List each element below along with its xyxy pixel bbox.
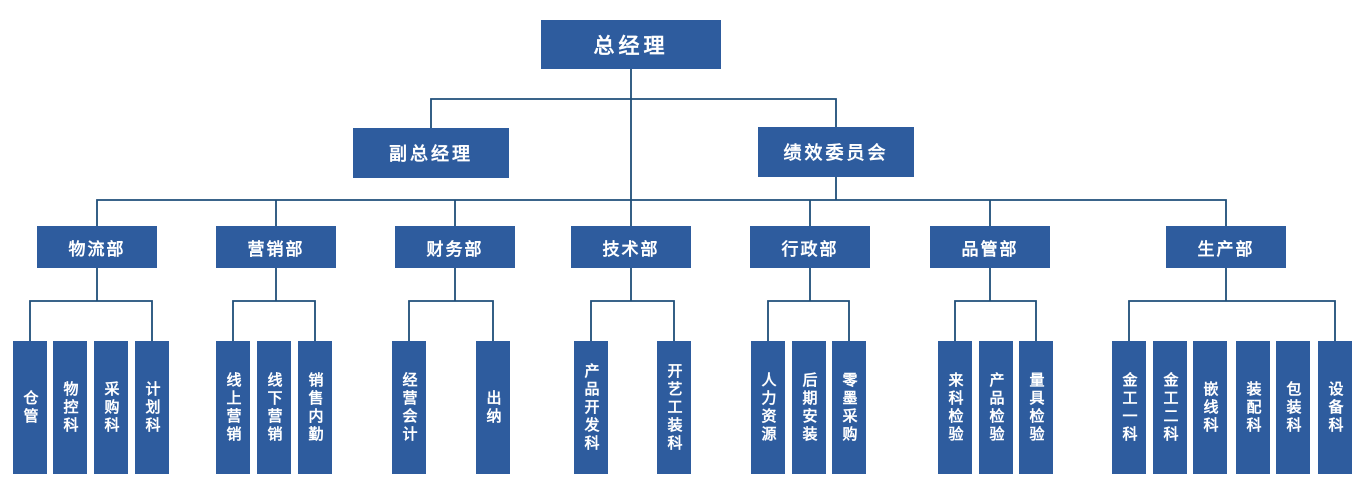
leaf-logistics-1: 物控科 bbox=[53, 341, 87, 474]
leaf-technology-0: 产品开发科 bbox=[574, 341, 608, 474]
node-dept-marketing: 营销部 bbox=[216, 226, 336, 268]
leaf-marketing-1: 线下营销 bbox=[257, 341, 291, 474]
leaf-admin-2: 零墨采购 bbox=[832, 341, 866, 474]
leaf-production-4: 包装科 bbox=[1276, 341, 1310, 474]
node-deputy-general-manager: 副总经理 bbox=[353, 128, 509, 178]
node-dept-production: 生产部 bbox=[1166, 226, 1286, 268]
leaf-logistics-0: 仓管 bbox=[13, 341, 47, 474]
node-dept-finance: 财务部 bbox=[395, 226, 515, 268]
leaf-production-5: 设备科 bbox=[1318, 341, 1352, 474]
leaf-logistics-3: 计划科 bbox=[135, 341, 169, 474]
leaf-finance-1: 出纳 bbox=[476, 341, 510, 474]
leaf-marketing-0: 线上营销 bbox=[216, 341, 250, 474]
leaf-quality-2: 量具检验 bbox=[1019, 341, 1053, 474]
leaf-production-1: 金工二科 bbox=[1153, 341, 1187, 474]
leaf-marketing-2: 销售内勤 bbox=[298, 341, 332, 474]
leaf-logistics-2: 采购科 bbox=[94, 341, 128, 474]
leaf-technology-1: 开艺工装科 bbox=[657, 341, 691, 474]
leaf-finance-0: 经营会计 bbox=[392, 341, 426, 474]
leaf-admin-1: 后期安装 bbox=[792, 341, 826, 474]
node-dept-technology: 技术部 bbox=[571, 226, 691, 268]
node-dept-logistics: 物流部 bbox=[37, 226, 157, 268]
node-general-manager: 总经理 bbox=[541, 20, 721, 69]
node-dept-admin: 行政部 bbox=[750, 226, 870, 268]
leaf-quality-1: 产品检验 bbox=[979, 341, 1013, 474]
leaf-production-0: 金工一科 bbox=[1112, 341, 1146, 474]
leaf-quality-0: 来科检验 bbox=[938, 341, 972, 474]
leaf-production-3: 装配科 bbox=[1236, 341, 1270, 474]
node-dept-quality: 品管部 bbox=[930, 226, 1050, 268]
leaf-admin-0: 人力资源 bbox=[751, 341, 785, 474]
leaf-production-2: 嵌线科 bbox=[1193, 341, 1227, 474]
node-performance-committee: 绩效委员会 bbox=[758, 127, 914, 177]
